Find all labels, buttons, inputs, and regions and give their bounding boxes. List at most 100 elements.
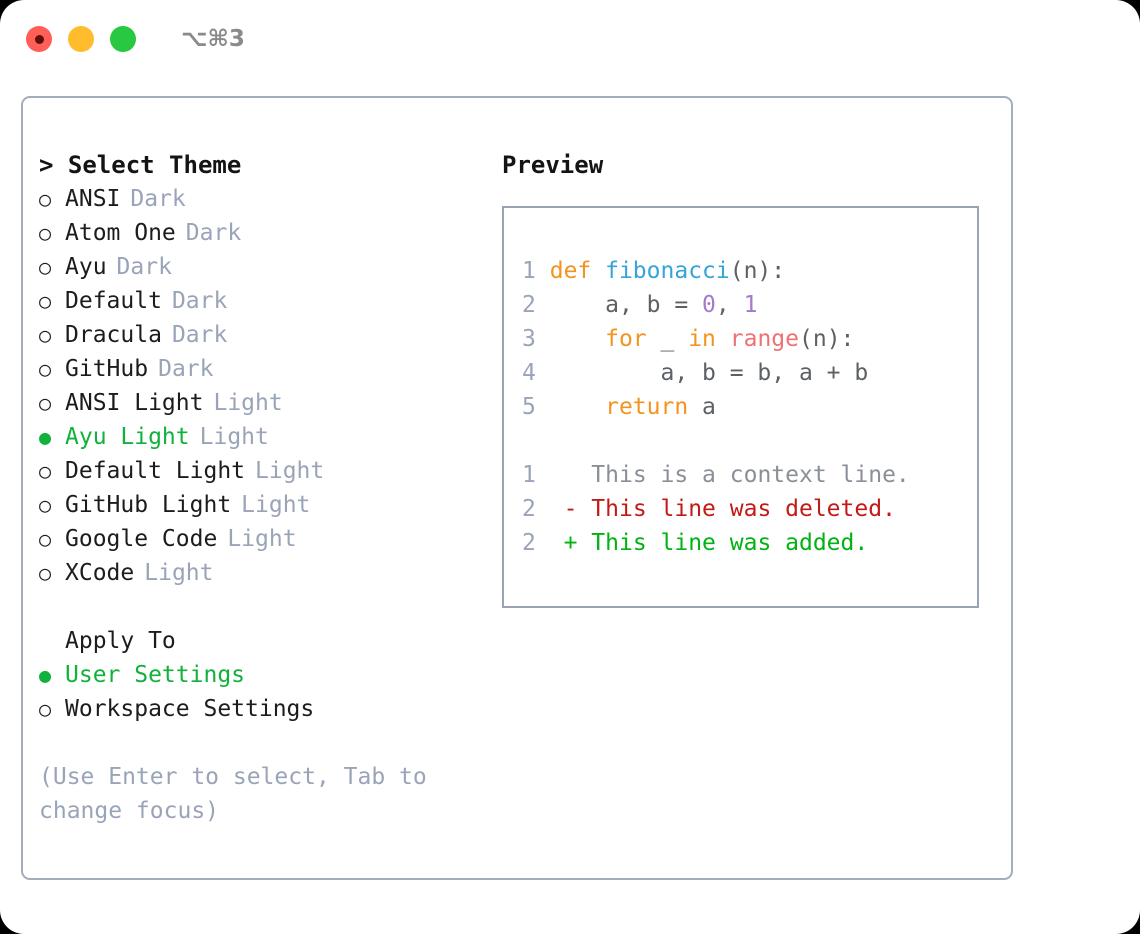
radio-unselected-icon: ○ [39,187,52,211]
theme-option-ayu-light[interactable]: ● Ayu Light Light [39,420,489,454]
diff-text: This line was deleted. [591,496,896,522]
code-line-number: 2 [522,292,536,318]
radio-unselected-icon: ○ [39,697,52,721]
select-theme-heading: > Select Theme [39,151,242,179]
apply-to-option-label: User Settings [65,662,246,688]
theme-option-label: Atom One [65,220,176,246]
radio-unselected-icon: ○ [39,561,52,585]
apply-to-option-label: Workspace Settings [65,696,315,722]
diff-marker: + [563,530,578,556]
theme-option-label: ANSI [65,186,121,212]
traffic-light-buttons [26,26,136,52]
code-line: 4 a, b = b, a + b [522,356,977,390]
code-token-kw: def [549,258,606,284]
code-line: 1 def fibonacci(n): [522,254,977,288]
theme-option-label: GitHub Light [65,492,232,518]
diff-text: This is a context line. [591,462,910,488]
theme-option-kind: Dark [185,220,242,246]
keyboard-shortcut-label: ⌥⌘3 [181,26,245,52]
theme-option-label: XCode [65,560,135,586]
diff-marker: - [563,496,578,522]
code-token-plain: _ [646,326,689,352]
diff-line-del: 2 - This line was deleted. [522,492,977,526]
theme-option-kind: Light [213,390,283,416]
code-line-number: 5 [522,394,536,420]
code-line-number: 1 [522,258,536,284]
theme-option-label: GitHub [65,356,149,382]
theme-option-label: Default [65,288,162,314]
apply-to-list: ● User Settings ○ Workspace Settings [39,658,489,726]
theme-option-label: Ayu Light [65,424,190,450]
keyboard-hint: (Use Enter to select, Tab to change focu… [39,764,427,824]
close-window-button[interactable] [26,26,52,52]
radio-unselected-icon: ○ [39,323,52,347]
diff-marker [564,462,578,488]
theme-option-ansi-light[interactable]: ○ ANSI Light Light [39,386,489,420]
theme-option-kind: Light [227,526,297,552]
diff-text: This line was added. [591,530,869,556]
close-icon [34,34,44,44]
preview-pane: Preview 1 def fibonacci(n):2 a, b = 0, 1… [502,148,1002,608]
theme-option-kind: Dark [158,356,214,382]
code-line: 5 return a [522,390,977,424]
code-token-plain [550,326,605,352]
theme-option-github-light[interactable]: ○ GitHub Light Light [39,488,489,522]
radio-unselected-icon: ○ [39,289,52,313]
radio-selected-icon: ● [39,663,52,687]
diff-line-number: 2 [522,496,536,522]
code-token-call: range [729,326,800,352]
code-line-number: 4 [522,360,536,386]
radio-unselected-icon: ○ [39,527,52,551]
theme-option-kind: Dark [171,322,228,348]
code-token-plain: , [715,292,744,318]
radio-selected-icon: ● [39,425,52,449]
radio-unselected-icon: ○ [39,391,52,415]
radio-unselected-icon: ○ [39,357,52,381]
theme-option-github[interactable]: ○ GitHub Dark [39,352,489,386]
diff-line-add: 2 + This line was added. [522,526,977,560]
theme-option-label: ANSI Light [65,390,204,416]
code-token-plain: a, b = [549,292,703,318]
window-titlebar: ⌥⌘3 [0,0,1140,78]
diff-sample: 1 This is a context line.2 - This line w… [522,458,977,560]
diff-line-ctx: 1 This is a context line. [522,458,977,492]
code-token-kw: in [688,326,716,352]
preview-heading: Preview [502,151,604,179]
theme-option-atom-one[interactable]: ○ Atom One Dark [39,216,489,250]
theme-option-label: Ayu [65,254,107,280]
radio-unselected-icon: ○ [39,459,52,483]
theme-option-xcode[interactable]: ○ XCode Light [39,556,489,590]
diff-line-number: 2 [522,530,536,556]
theme-option-kind: Dark [130,186,186,212]
maximize-window-button[interactable] [110,26,136,52]
blank-marker: ○ [39,624,65,658]
code-token-plain: a, b = b, a + b [549,360,869,386]
apply-to-option-user-settings[interactable]: ● User Settings [39,658,489,692]
theme-option-kind: Light [199,424,269,450]
radio-unselected-icon: ○ [39,221,52,245]
theme-option-kind: Dark [116,254,172,280]
code-token-kw: for [605,326,647,352]
theme-option-kind: Light [144,560,214,586]
theme-option-kind: Light [241,492,311,518]
apply-to-heading-row: ○ Apply To [39,624,489,658]
theme-option-ansi[interactable]: ○ ANSI Dark [39,182,489,216]
code-line-number: 3 [522,326,536,352]
minimize-window-button[interactable] [68,26,94,52]
code-token-plain: (n): [729,258,786,284]
apply-to-option-workspace-settings[interactable]: ○ Workspace Settings [39,692,489,726]
code-line: 2 a, b = 0, 1 [522,288,977,322]
theme-option-kind: Light [255,458,325,484]
radio-unselected-icon: ○ [39,493,52,517]
